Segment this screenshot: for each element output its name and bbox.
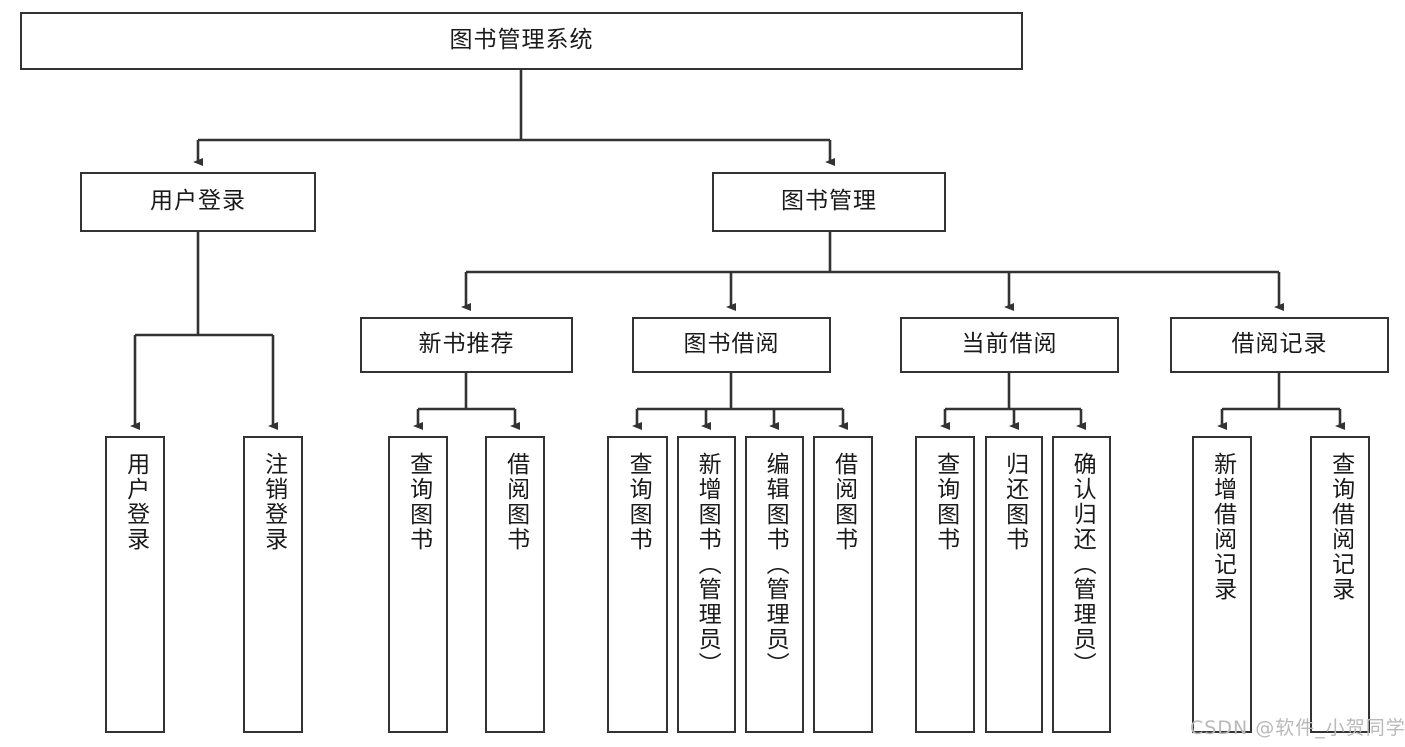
node-leaf-edit-book[interactable]: 编辑图书（管理员） [745,436,804,733]
node-root[interactable]: 图书管理系统 [20,12,1023,70]
node-leaf-query-book-2-label: 查询图书 [625,452,652,552]
node-current-borrow-label: 当前借阅 [961,331,1058,358]
node-book-borrow[interactable]: 图书借阅 [632,317,831,373]
node-new-book-recommend-label: 新书推荐 [418,331,515,358]
node-leaf-user-logout[interactable]: 注销登录 [243,436,303,733]
node-leaf-query-book-1-label: 查询图书 [405,452,432,552]
node-leaf-query-record-label: 查询借阅记录 [1327,452,1354,602]
node-leaf-add-book-label: 新增图书（管理员） [694,452,721,677]
node-leaf-add-book[interactable]: 新增图书（管理员） [677,436,736,733]
node-leaf-user-logout-label: 注销登录 [260,452,287,552]
node-borrow-record[interactable]: 借阅记录 [1170,317,1389,373]
node-new-book-recommend[interactable]: 新书推荐 [360,317,573,373]
node-leaf-confirm-return-label: 确认归还（管理员） [1069,452,1096,677]
node-leaf-return-book-label: 归还图书 [1001,452,1028,552]
node-leaf-edit-book-label: 编辑图书（管理员） [762,452,789,677]
node-book-manage[interactable]: 图书管理 [712,172,946,232]
node-leaf-add-record-label: 新增借阅记录 [1209,452,1236,602]
node-leaf-user-login[interactable]: 用户登录 [105,436,165,733]
node-leaf-return-book[interactable]: 归还图书 [985,436,1043,733]
node-leaf-borrow-book-1[interactable]: 借阅图书 [485,436,545,733]
node-book-borrow-label: 图书借阅 [683,331,780,358]
node-leaf-query-book-3-label: 查询图书 [932,452,959,552]
node-leaf-query-book-3[interactable]: 查询图书 [915,436,975,733]
node-leaf-borrow-book-2-label: 借阅图书 [830,452,857,552]
node-leaf-borrow-book-2[interactable]: 借阅图书 [813,436,873,733]
node-leaf-confirm-return[interactable]: 确认归还（管理员） [1052,436,1111,733]
node-root-label: 图书管理系统 [449,27,594,54]
node-leaf-query-record[interactable]: 查询借阅记录 [1310,436,1370,733]
node-borrow-record-label: 借阅记录 [1231,331,1328,358]
node-current-borrow[interactable]: 当前借阅 [900,317,1119,373]
node-book-manage-label: 图书管理 [781,188,877,215]
node-user-login-label: 用户登录 [150,188,246,215]
node-leaf-query-book-2[interactable]: 查询图书 [607,436,668,733]
node-leaf-add-record[interactable]: 新增借阅记录 [1192,436,1252,733]
node-leaf-query-book-1[interactable]: 查询图书 [388,436,448,733]
node-leaf-user-login-label: 用户登录 [122,452,149,552]
node-leaf-borrow-book-1-label: 借阅图书 [502,452,529,552]
node-user-login[interactable]: 用户登录 [80,172,316,232]
